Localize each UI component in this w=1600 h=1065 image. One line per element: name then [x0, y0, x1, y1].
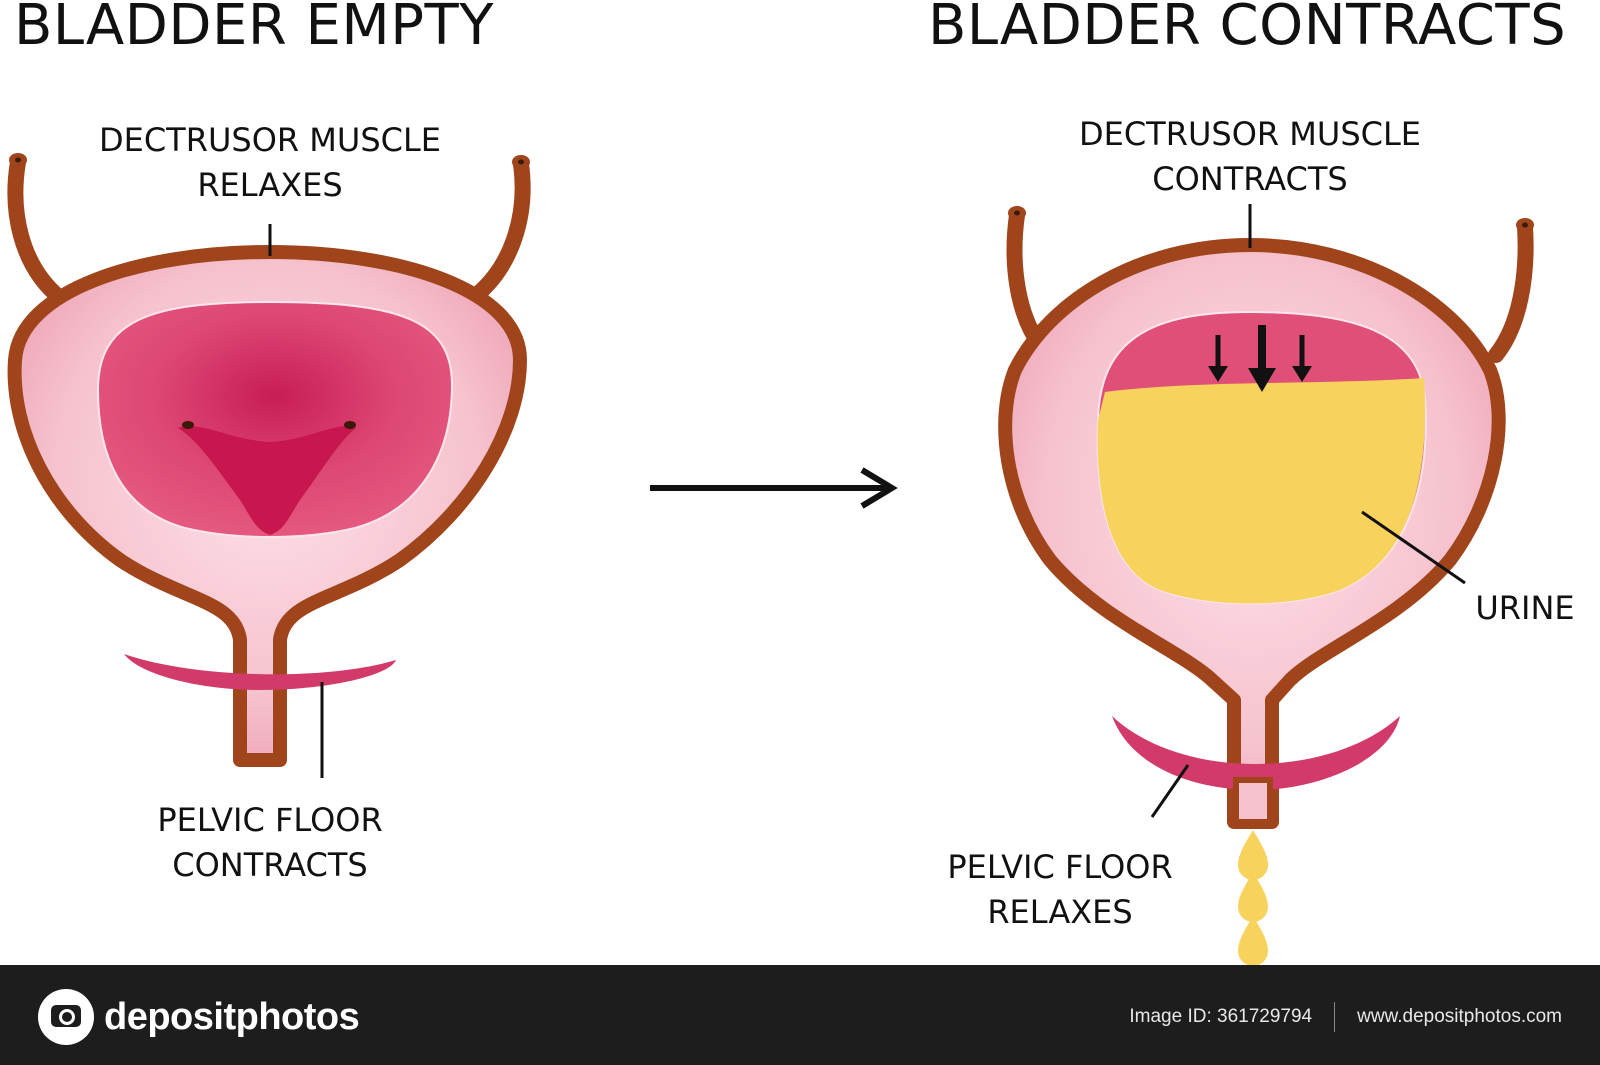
logo-text: depositphotos: [104, 995, 360, 1038]
urine-fill: [1097, 378, 1426, 604]
footer-meta: Image ID: 361729794 www.depositphotos.co…: [1129, 1001, 1562, 1033]
right-pelvic-floor-label: PELVIC FLOOR RELAXES: [920, 845, 1200, 935]
left-pelvic-floor-label-line1: PELVIC FLOOR: [157, 801, 383, 839]
left-trigone: [178, 426, 356, 535]
right-ureter-left: [1006, 207, 1048, 353]
left-detrusor-label-line2: RELAXES: [197, 166, 343, 204]
bladder-illustration: [7, 153, 1534, 965]
camera-icon: [38, 989, 94, 1045]
left-ureter-left: [7, 154, 68, 306]
depositphotos-logo[interactable]: depositphotos: [38, 987, 360, 1047]
left-detrusor-label: DECTRUSOR MUSCLE RELAXES: [70, 118, 470, 208]
left-ureter-right: [462, 156, 531, 308]
right-pelvic-floor-label-line1: PELVIC FLOOR: [947, 848, 1173, 886]
right-ureter-right: [1488, 219, 1534, 363]
urine-label: URINE: [1475, 589, 1575, 627]
left-title: BLADDER EMPTY: [14, 0, 494, 58]
image-id: Image ID: 361729794: [1129, 1006, 1313, 1027]
left-detrusor-label-line1: DECTRUSOR MUSCLE: [98, 121, 442, 159]
right-title: BLADDER CONTRACTS: [928, 0, 1567, 58]
left-bladder-lumen: [96, 300, 454, 538]
divider: [1334, 1002, 1336, 1032]
right-detrusor-label-line1: DECTRUSOR MUSCLE: [1078, 115, 1422, 153]
right-bladder: [998, 204, 1534, 965]
left-bladder: [7, 153, 531, 778]
diagram: BLADDER EMPTY BLADDER CONTRACTS DECTRUSO…: [7, 0, 1575, 965]
right-detrusor-label-line2: CONTRACTS: [1152, 160, 1348, 198]
right-detrusor-label: DECTRUSOR MUSCLE CONTRACTS: [1050, 112, 1450, 202]
right-pelvic-floor-label-line2: RELAXES: [987, 893, 1133, 931]
site-url[interactable]: www.depositphotos.com: [1357, 1006, 1562, 1027]
transition-arrow: [650, 467, 898, 509]
left-pelvic-floor-label-line2: CONTRACTS: [172, 846, 368, 884]
urine-drops: [1238, 830, 1268, 965]
left-pelvic-floor-label: PELVIC FLOOR CONTRACTS: [80, 798, 460, 888]
watermark-footer: depositphotos Image ID: 361729794 www.de…: [0, 965, 1600, 1065]
contraction-arrows: [1208, 325, 1312, 392]
left-pelvic-floor: [124, 654, 396, 690]
